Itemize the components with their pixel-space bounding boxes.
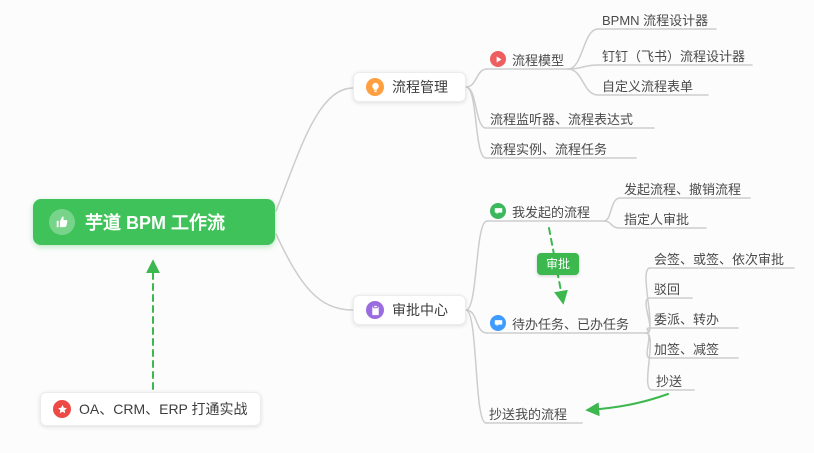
node-label: BPMN 流程设计器 — [602, 12, 709, 28]
connector-todo-delegate — [645, 327, 651, 334]
node-label: 委派、转办 — [654, 311, 720, 327]
connector-todo-addsign — [645, 332, 651, 359]
connector-model-dingtalk — [567, 64, 599, 70]
root-label: 芋道 BPM 工作流 — [85, 213, 226, 233]
node-label: 待办任务、已办任务 — [512, 316, 630, 332]
node-reject[interactable]: 驳回 — [654, 278, 680, 298]
node-process-model[interactable]: 流程模型 — [490, 49, 564, 69]
node-initiate-cancel-flow[interactable]: 发起流程、撤销流程 — [624, 178, 741, 198]
node-todo-done-tasks[interactable]: 待办任务、已办任务 — [490, 313, 629, 333]
play-icon — [490, 51, 506, 67]
node-dingtalk-feishu-designer[interactable]: 钉钉（飞书）流程设计器 — [602, 45, 745, 65]
comment-icon — [490, 315, 506, 331]
thumbs-up-icon — [49, 209, 75, 235]
node-label: 流程实例、流程任务 — [490, 141, 608, 157]
star-icon — [53, 400, 71, 418]
connector-ac-ccmy — [465, 309, 487, 424]
arrow-cc-to-ccmy — [585, 393, 669, 417]
node-label: 流程监听器、流程表达式 — [490, 111, 634, 127]
connector-pm-listener — [465, 86, 487, 129]
connector-todo-reject — [645, 297, 651, 334]
note-node-oa-crm-erp[interactable]: OA、CRM、ERP 打通实战 — [40, 392, 261, 426]
connector-root-pm — [275, 87, 354, 212]
node-label: 流程管理 — [392, 79, 448, 95]
node-countersign-orsign-sequential[interactable]: 会签、或签、依次审批 — [654, 248, 784, 268]
lightbulb-icon — [366, 78, 384, 96]
node-label: 抄送 — [656, 373, 683, 389]
node-assignee-approval[interactable]: 指定人审批 — [624, 208, 689, 228]
node-bpmn-designer[interactable]: BPMN 流程设计器 — [602, 9, 708, 29]
note-label: OA、CRM、ERP 打通实战 — [79, 401, 248, 417]
connector-model-bpmn — [567, 28, 599, 70]
node-label: 钉钉（飞书）流程设计器 — [602, 48, 746, 64]
node-cc[interactable]: 抄送 — [656, 370, 682, 390]
node-label: 加签、减签 — [654, 341, 720, 357]
node-label: 审批中心 — [392, 302, 448, 318]
connector-my-assignee — [603, 220, 621, 229]
node-label: 驳回 — [654, 281, 681, 297]
node-my-initiated-flows[interactable]: 我发起的流程 — [490, 201, 590, 221]
connector-my-initiate — [603, 197, 621, 222]
badge-label: 审批 — [546, 257, 571, 271]
connector-pm-instance — [465, 86, 487, 159]
node-label: 我发起的流程 — [512, 204, 591, 220]
node-label: 发起流程、撤销流程 — [624, 181, 742, 197]
connector-pm-model — [465, 68, 488, 88]
node-label: 指定人审批 — [624, 211, 690, 227]
connector-ac-my — [465, 220, 488, 311]
node-label: 流程模型 — [512, 52, 565, 68]
node-label: 自定义流程表单 — [602, 78, 694, 94]
connector-model-custom — [567, 68, 599, 96]
node-label: 会签、或签、依次审批 — [654, 251, 785, 267]
approval-badge[interactable]: 审批 — [537, 253, 580, 275]
connector-todo-countersign — [645, 267, 651, 334]
node-addsign-removesign[interactable]: 加签、减签 — [654, 338, 719, 358]
node-process-management[interactable]: 流程管理 — [353, 72, 466, 102]
node-cc-my-flows[interactable]: 抄送我的流程 — [489, 403, 567, 423]
node-approval-center[interactable]: 审批中心 — [353, 295, 466, 325]
node-delegate-transfer[interactable]: 委派、转办 — [654, 308, 719, 328]
node-instance-task[interactable]: 流程实例、流程任务 — [490, 138, 607, 158]
root-node-bpm[interactable]: 芋道 BPM 工作流 — [33, 199, 275, 245]
node-custom-form[interactable]: 自定义流程表单 — [602, 75, 693, 95]
connector-todo-cc — [645, 332, 653, 391]
node-label: 抄送我的流程 — [489, 406, 568, 422]
connector-root-ac — [275, 233, 354, 311]
connector-ac-todo — [465, 309, 488, 334]
clipboard-icon — [366, 301, 384, 319]
node-listener-expression[interactable]: 流程监听器、流程表达式 — [490, 108, 633, 128]
comment-icon — [490, 203, 506, 219]
